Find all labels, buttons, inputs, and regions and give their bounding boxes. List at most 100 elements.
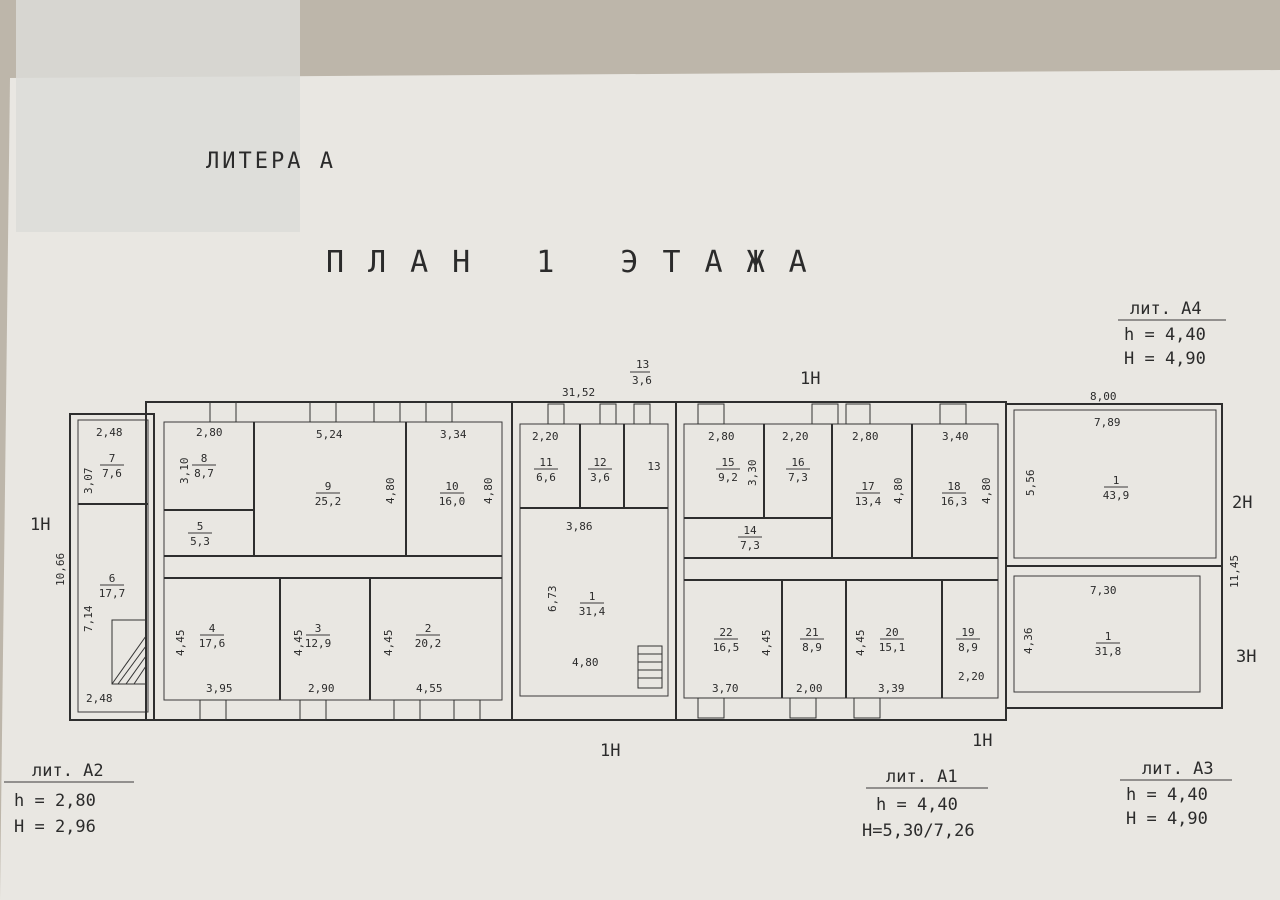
room-label-room-2: 220,2: [415, 622, 442, 650]
legend-a4: лит. А4 h = 4,40 H = 4,90: [1118, 299, 1226, 369]
dim-4-80-e: 4,80: [980, 478, 993, 505]
dim-7-89: 7,89: [1094, 416, 1121, 429]
room-area: 6,6: [536, 471, 556, 484]
room-number: 12: [593, 456, 606, 469]
room-label-room-1a: 131,4: [579, 590, 606, 618]
dim-11-45: 11,45: [1228, 555, 1241, 588]
dim-3-34: 3,34: [440, 428, 467, 441]
legend-a1-H: H=5,30/7,26: [862, 821, 975, 841]
room-area: 3,6: [590, 471, 610, 484]
room-area: 12,9: [305, 637, 332, 650]
legend-a1-h: h = 4,40: [876, 795, 958, 815]
room-area: 7,3: [740, 539, 760, 552]
legend-a1-name: лит. А1: [886, 767, 958, 787]
dim-4-45-c: 4,45: [382, 630, 395, 657]
legend-a2-name: лит. А2: [32, 761, 104, 781]
dim-4-80-b: 4,80: [482, 478, 495, 505]
dim-2-80-a: 2,80: [196, 426, 223, 439]
room-number: 10: [445, 480, 458, 493]
dim-4-45-e: 4,45: [854, 630, 867, 657]
room-label-room-1c: 131,8: [1095, 630, 1122, 658]
dim-3-70: 3,70: [712, 682, 739, 695]
room-number: 15: [721, 456, 734, 469]
room-label-room-14: 147,3: [738, 524, 762, 552]
top-room-num: 13: [636, 358, 649, 371]
paper-sheet: [0, 70, 1280, 900]
dim-5-56: 5,56: [1024, 470, 1037, 497]
tape-patch: [16, 0, 300, 232]
room-label-room-6: 617,7: [99, 572, 126, 600]
stairs-middle: [637, 645, 663, 689]
entrance-bottom-mid: 1Н: [600, 741, 620, 761]
dim-4-45-a: 4,45: [174, 630, 187, 657]
top-room-area: 3,6: [632, 374, 652, 387]
total-length: 31,52: [562, 386, 595, 399]
room-area: 8,9: [802, 641, 822, 654]
legend-a3-H: H = 4,90: [1126, 809, 1208, 829]
dim-2-80-b: 2,80: [708, 430, 735, 443]
room-number: 16: [791, 456, 804, 469]
litera-title: ЛИТЕРА А: [206, 149, 336, 174]
room-label-room-12: 123,6: [588, 456, 612, 484]
room-label-room-15: 159,2: [716, 456, 740, 484]
room-number: 5: [197, 520, 204, 533]
room-number: 7: [109, 452, 116, 465]
building-outline: [69, 401, 1223, 721]
room-number: 19: [961, 626, 974, 639]
plan-title: ПЛАН 1 ЭТАЖА: [326, 245, 831, 280]
dim-5-24: 5,24: [316, 428, 343, 441]
dim-2-90: 2,90: [308, 682, 335, 695]
room-label-room-9: 925,2: [315, 480, 342, 508]
dim-8-00: 8,00: [1090, 390, 1117, 403]
dim-4-55: 4,55: [416, 682, 443, 695]
legend-a3: лит. А3 h = 4,40 H = 4,90: [1120, 759, 1232, 829]
dim-3-86: 3,86: [566, 520, 593, 533]
dim-4-45-d: 4,45: [760, 630, 773, 657]
room-label-room-19: 198,9: [956, 626, 980, 654]
room-label-room-13: 13: [647, 460, 660, 473]
dim-2-20-a: 2,20: [532, 430, 559, 443]
room-area: 8,7: [194, 467, 214, 480]
room-number: 6: [109, 572, 116, 585]
entrance-top: 1Н: [800, 369, 820, 389]
room-number: 1: [1113, 474, 1120, 487]
dim-3-30: 3,30: [746, 460, 759, 487]
room-label-room-16: 167,3: [786, 456, 810, 484]
dim-3-95: 3,95: [206, 682, 233, 695]
stairs-a2: [111, 619, 147, 685]
room-number: 1: [1105, 630, 1112, 643]
dim-4-80-c: 4,80: [572, 656, 599, 669]
dim-6-73: 6,73: [546, 586, 559, 613]
room-label-room-21: 218,9: [800, 626, 824, 654]
room-number: 14: [743, 524, 757, 537]
room-label-room-11: 116,6: [534, 456, 558, 484]
windows: [199, 401, 967, 721]
room-area: 31,8: [1095, 645, 1122, 658]
room-area: 7,3: [788, 471, 808, 484]
legend-a4-h: h = 4,40: [1124, 325, 1206, 345]
dim-2-48-top: 2,48: [96, 426, 123, 439]
dim-10-66: 10,66: [54, 553, 67, 586]
entrance-right-bottom: 3Н: [1236, 647, 1256, 667]
room-number: 4: [209, 622, 216, 635]
room-number: 2: [425, 622, 432, 635]
entrance-bottom-right: 1Н: [972, 731, 992, 751]
legend-a2-H: H = 2,96: [14, 817, 96, 837]
room-area: 8,9: [958, 641, 978, 654]
dim-2-80-c: 2,80: [852, 430, 879, 443]
room-number: 21: [805, 626, 818, 639]
room-number: 17: [861, 480, 874, 493]
room-number: 8: [201, 452, 208, 465]
entrance-left: 1Н: [30, 515, 50, 535]
dim-3-10: 3,10: [178, 458, 191, 485]
legend-a4-name: лит. А4: [1130, 299, 1202, 319]
dim-4-45-b: 4,45: [292, 630, 305, 657]
dim-2-20-b: 2,20: [782, 430, 809, 443]
room-number: 3: [315, 622, 322, 635]
room-labels: 77,6617,788,755,3925,21016,0417,6312,922…: [99, 452, 1130, 658]
